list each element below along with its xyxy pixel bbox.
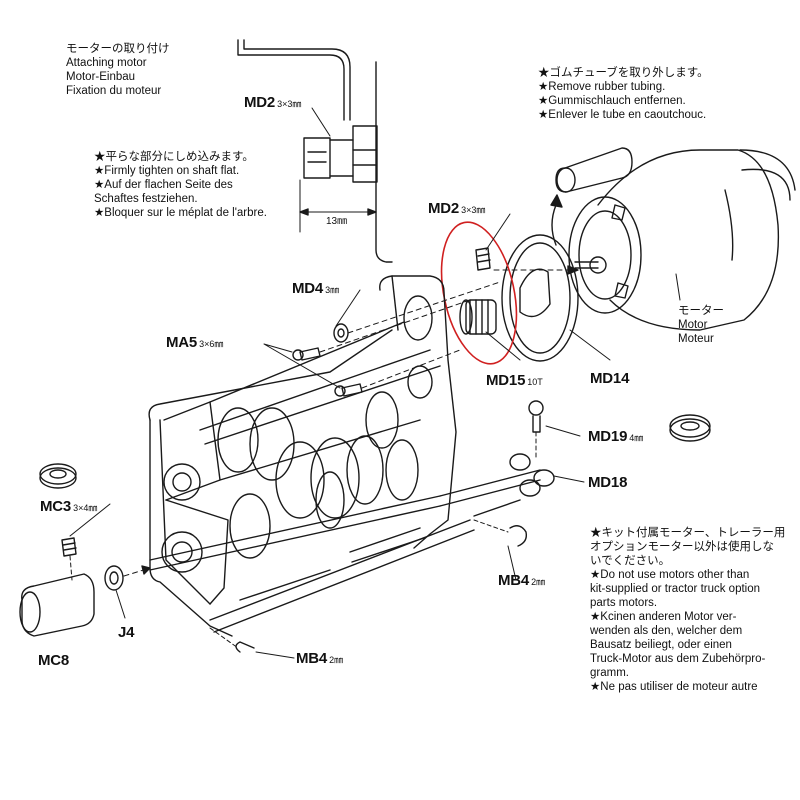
shaft-detail-inset bbox=[237, 39, 393, 263]
note-line: ★ゴムチューブを取り外します。 bbox=[538, 67, 709, 79]
motor-warning-note: ★キット付属モーター、トレーラー用 オプションモーター以外は使用しな いでくださ… bbox=[590, 526, 785, 694]
note-line: gramm. bbox=[590, 667, 629, 679]
note-line: Schaftes festziehen. bbox=[94, 193, 198, 205]
note-line: wenden als den, welcher dem bbox=[590, 625, 743, 637]
section-title: モーターの取り付け Attaching motor Motor-Einbau F… bbox=[66, 42, 170, 98]
motor-label-line: Motor bbox=[678, 319, 708, 331]
motor-label-line: モーター bbox=[678, 305, 724, 317]
note-line: ★Enlever le tube en caoutchouc. bbox=[538, 109, 707, 121]
note-line: ★Ne pas utiliser de moteur autre bbox=[590, 681, 758, 693]
small-parts-drawing bbox=[19, 281, 711, 653]
note-line: ★Gummischlauch entfernen. bbox=[538, 95, 686, 107]
motor-plate-drawing bbox=[493, 234, 579, 362]
note-line: parts motors. bbox=[590, 597, 658, 609]
leader-lines bbox=[69, 107, 681, 659]
part-label-md18: MD18 bbox=[588, 474, 628, 491]
note-line: いでください。 bbox=[590, 555, 671, 567]
note-line: Bausatz beiliegt, oder einen bbox=[590, 639, 732, 651]
note-line: ★Do not use motors other than bbox=[590, 569, 750, 581]
motor-label-line: Moteur bbox=[678, 333, 714, 345]
note-line: ★平らな部分にしめ込みます。 bbox=[94, 151, 254, 163]
note-line: オプションモーター以外は使用しな bbox=[590, 541, 774, 553]
tighten-note: ★平らな部分にしめ込みます。 ★Firmly tighten on shaft … bbox=[94, 150, 267, 220]
note-line: ★キット付属モーター、トレーラー用 bbox=[590, 527, 786, 539]
note-line: ★Bloquer sur le méplat de l'arbre. bbox=[94, 207, 267, 219]
note-line: ★Remove rubber tubing. bbox=[538, 81, 666, 93]
gearbox-drawing bbox=[148, 275, 541, 637]
motor-drawing bbox=[550, 147, 796, 331]
part-label-mc8: MC8 bbox=[38, 652, 70, 669]
part-label-md14: MD14 bbox=[590, 370, 630, 387]
dimension-13mm: 13㎜ bbox=[326, 216, 348, 227]
part-label-j4: J4 bbox=[118, 624, 135, 641]
note-line: ★Kcinen anderen Motor ver- bbox=[590, 611, 737, 623]
motor-label: モーター Motor Moteur bbox=[678, 304, 724, 346]
pinion-gear-drawing bbox=[459, 247, 497, 335]
title-line-de: Motor-Einbau bbox=[66, 71, 136, 83]
title-line-en: Attaching motor bbox=[66, 57, 147, 69]
title-line-fr: Fixation du moteur bbox=[66, 85, 162, 97]
note-line: ★Firmly tighten on shaft flat. bbox=[94, 165, 240, 177]
title-line-ja: モーターの取り付け bbox=[66, 43, 170, 55]
rubber-note: ★ゴムチューブを取り外します。 ★Remove rubber tubing. ★… bbox=[538, 66, 709, 122]
note-line: ★Auf der flachen Seite des bbox=[94, 179, 233, 191]
note-line: kit-supplied or tractor truck option bbox=[590, 583, 761, 595]
note-line: Truck-Motor aus dem Zubehörpro- bbox=[590, 653, 766, 665]
